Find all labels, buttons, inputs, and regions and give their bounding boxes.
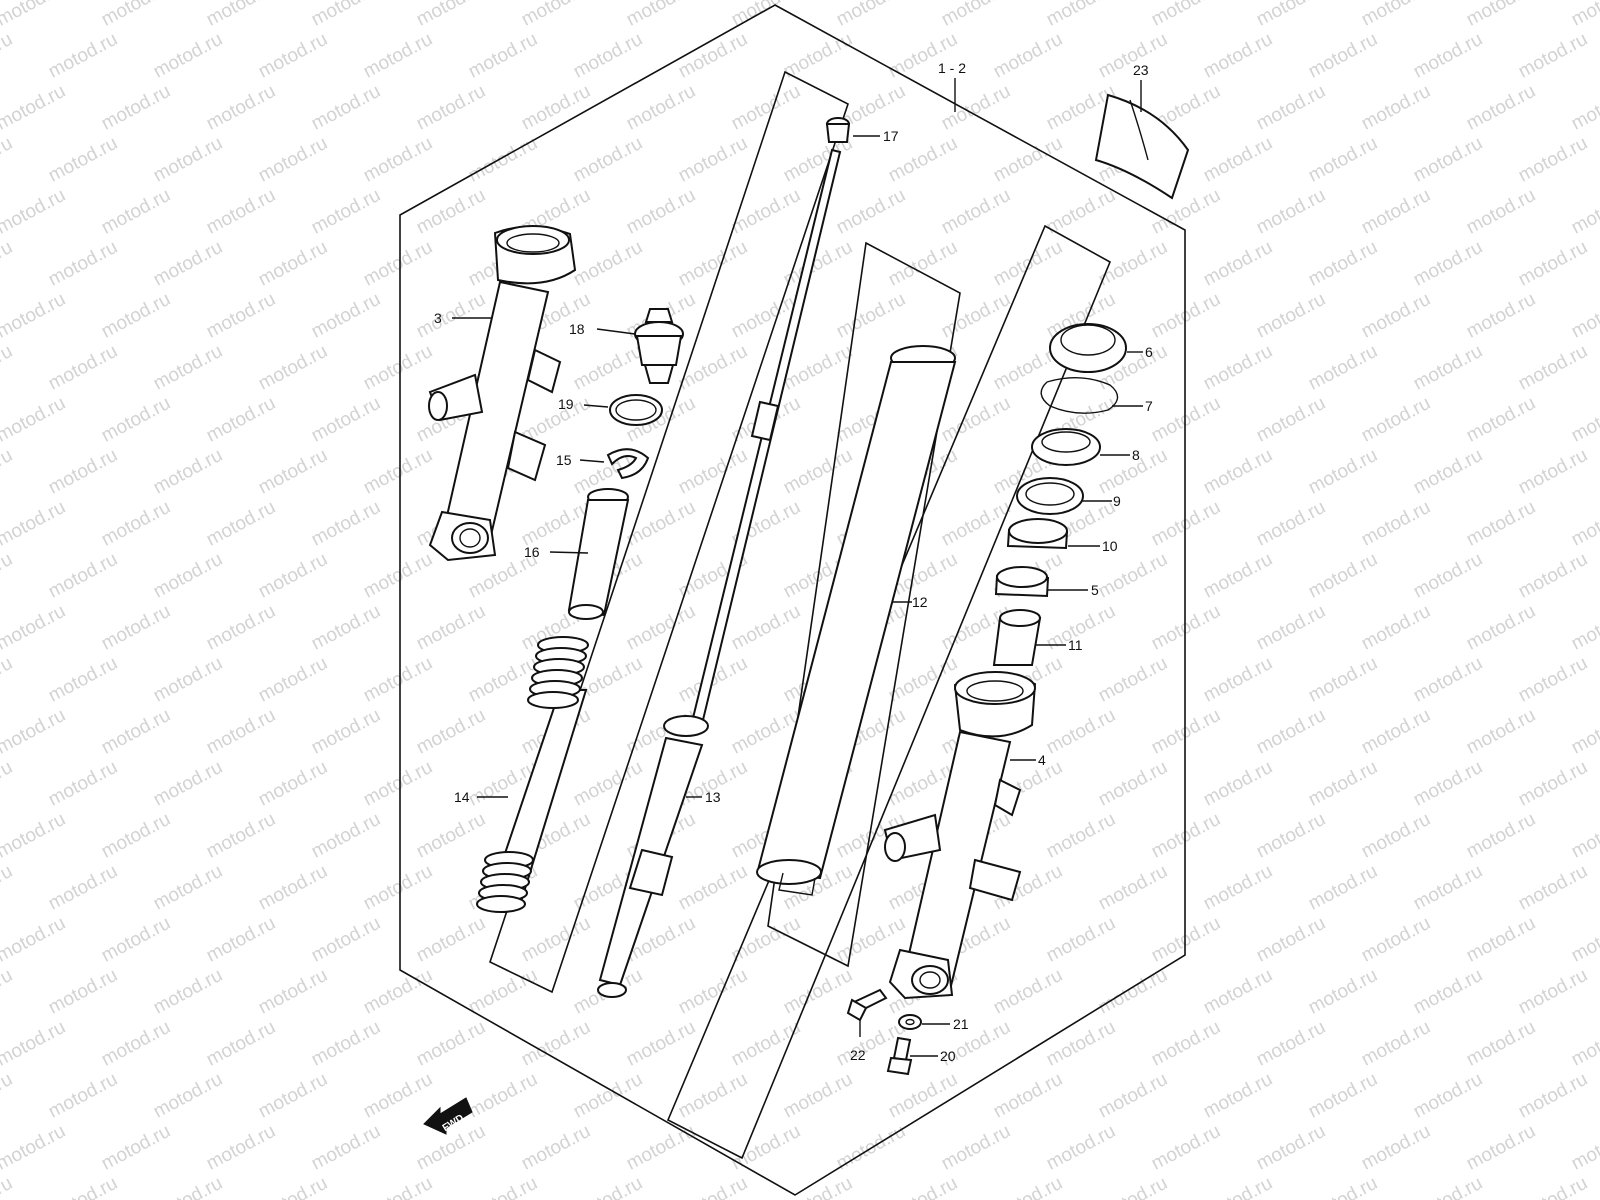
callout-21: 21: [953, 1016, 969, 1032]
callout-5: 5: [1091, 582, 1099, 598]
oil-seal-washer: [1016, 477, 1084, 515]
damper-rod-bolt: [886, 1036, 913, 1076]
band-inner-tube: [767, 241, 961, 968]
callout-13: 13: [705, 789, 721, 805]
callout-11: 11: [1068, 637, 1083, 653]
fork-cap-bolt: [634, 308, 684, 384]
retaining-ring: [1040, 376, 1119, 414]
fork-spring: [476, 636, 589, 913]
oil-seal: [1049, 323, 1127, 373]
inner-tube: [756, 345, 957, 896]
callout-14: 14: [454, 789, 470, 805]
guide-metal: [1006, 518, 1069, 550]
gasket-washer: [898, 1014, 922, 1030]
callout-4: 4: [1038, 752, 1046, 768]
callout-15: 15: [556, 452, 572, 468]
callout-10: 10: [1102, 538, 1118, 554]
callout-19: 19: [558, 396, 574, 412]
callout-22: 22: [850, 1047, 866, 1063]
pinch-bolt: [846, 988, 888, 1022]
dust-seal: [1031, 428, 1101, 466]
rod-nut: [825, 117, 851, 143]
callout-7: 7: [1145, 398, 1153, 414]
callout-8: 8: [1132, 447, 1140, 463]
assembly-label: 1 - 2: [938, 60, 966, 76]
damper-rod: [597, 148, 842, 998]
outer-tube-left: [428, 225, 577, 562]
callout-6: 6: [1145, 344, 1153, 360]
fwd-arrow-icon: FWD: [423, 1097, 473, 1135]
slide-bushing: [994, 566, 1050, 598]
band-spring-group: [489, 70, 849, 994]
callout-16: 16: [524, 544, 540, 560]
outer-tube-right: [883, 671, 1037, 1000]
callout-12: 12: [912, 594, 928, 610]
callout-17: 17: [883, 128, 899, 144]
protector-band: [1094, 93, 1190, 200]
callout-9: 9: [1113, 493, 1121, 509]
callout-20: 20: [940, 1048, 956, 1064]
assembly-frame: [399, 4, 1186, 1196]
stopper-ring: [606, 448, 650, 480]
callout-3: 3: [434, 310, 442, 326]
oil-lock-piece: [992, 609, 1042, 666]
spacer: [567, 488, 630, 620]
callout-18: 18: [569, 321, 585, 337]
callout-23: 23: [1133, 62, 1149, 78]
